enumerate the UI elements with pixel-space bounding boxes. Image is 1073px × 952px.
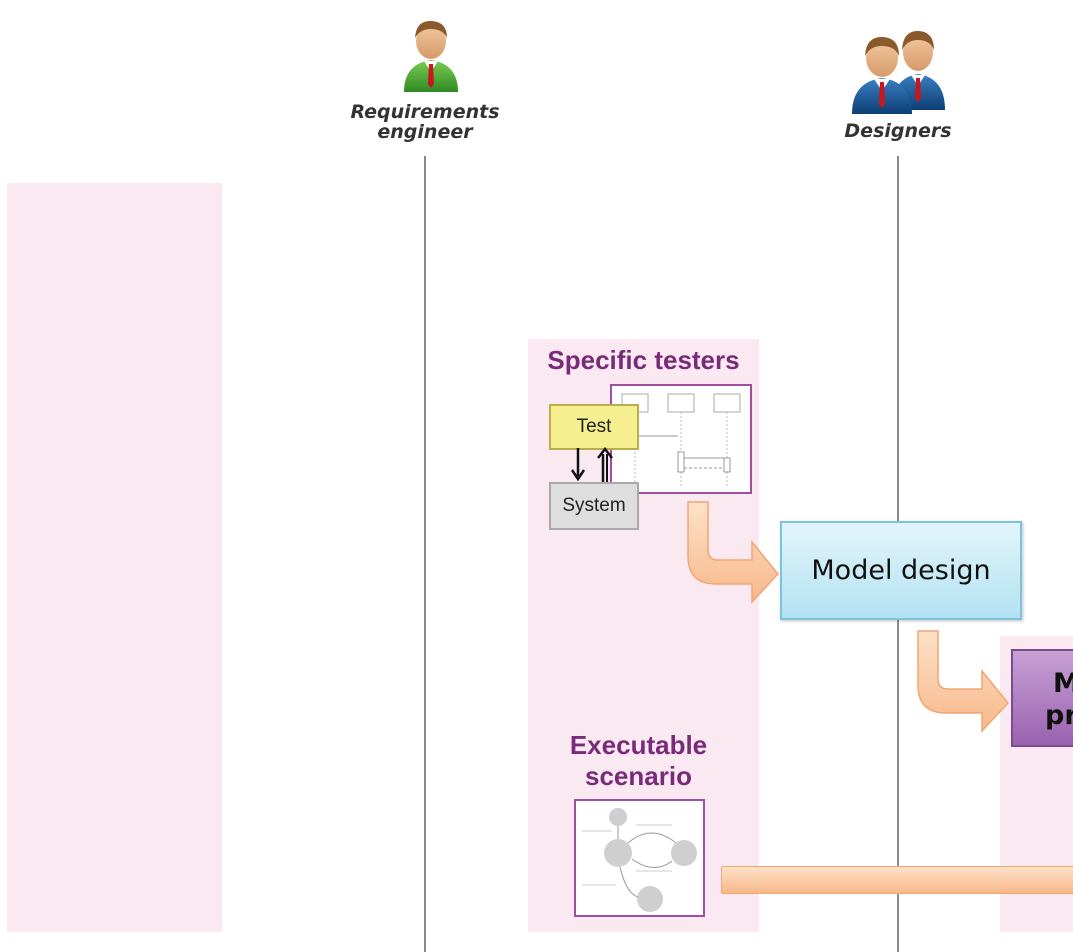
left-band xyxy=(7,183,222,932)
model-prototype-label-line2: pr xyxy=(1045,700,1073,731)
requirements-engineer-lifeline xyxy=(424,156,426,952)
requirements-engineer-label-line2: engineer xyxy=(377,121,473,143)
test-box: Test xyxy=(549,404,639,450)
designers-icon xyxy=(852,30,945,114)
bent-arrow-to-model-prototype xyxy=(917,630,1009,733)
requirements-engineer-label: Requirements engineer xyxy=(335,102,515,142)
state-machine-drawing xyxy=(582,808,697,912)
specific-testers-title: Specific testers xyxy=(547,345,740,375)
executable-scenario-title: Executable scenario xyxy=(528,730,749,792)
designers-label: Designers xyxy=(844,120,952,142)
model-design-box: Model design xyxy=(780,521,1022,620)
model-prototype-box: M pr xyxy=(1011,649,1073,747)
bent-arrow-to-model-design xyxy=(687,501,779,604)
system-box: System xyxy=(549,482,639,530)
scenario-to-prototype-bar xyxy=(721,866,1073,894)
test-system-arrows xyxy=(570,446,613,482)
executable-scenario-title-line2: scenario xyxy=(585,761,692,791)
state-machine-thumbnail xyxy=(574,799,705,917)
requirements-engineer-label-line1: Requirements xyxy=(350,101,500,123)
executable-scenario-title-line1: Executable xyxy=(569,730,708,760)
requirements-engineer-icon xyxy=(404,20,458,92)
sequence-diagram-drawing xyxy=(621,393,741,488)
model-prototype-label-line1: M xyxy=(1053,668,1073,699)
